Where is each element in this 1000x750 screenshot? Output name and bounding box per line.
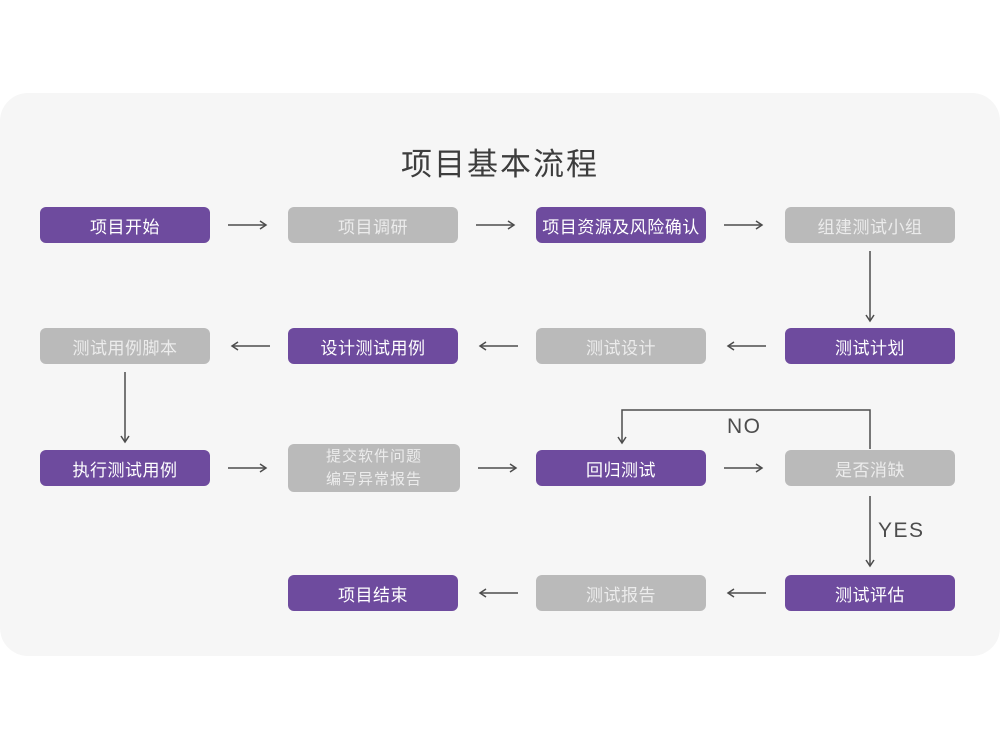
flow-node-test-report: 测试报告 <box>536 575 706 611</box>
flow-node-execute-test-cases: 执行测试用例 <box>40 450 210 486</box>
flow-node-defects-cleared: 是否消缺 <box>785 450 955 486</box>
flow-arrows <box>120 220 875 598</box>
flow-node-risk-confirm: 项目资源及风险确认 <box>536 207 706 243</box>
flowchart-card: 项目基本流程 <box>0 93 1000 656</box>
yes-branch-label: YES <box>878 519 925 542</box>
flow-node-test-case-scripts: 测试用例脚本 <box>40 328 210 364</box>
flow-node-submit-issues-report: 提交软件问题 编写异常报告 <box>288 444 460 492</box>
flow-node-build-test-team: 组建测试小组 <box>785 207 955 243</box>
flow-node-project-research: 项目调研 <box>288 207 458 243</box>
flow-node-test-evaluation: 测试评估 <box>785 575 955 611</box>
flow-node-test-plan: 测试计划 <box>785 328 955 364</box>
flow-node-test-design: 测试设计 <box>536 328 706 364</box>
flowchart-title: 项目基本流程 <box>401 147 599 182</box>
flow-node-project-end: 项目结束 <box>288 575 458 611</box>
flow-node-regression-test: 回归测试 <box>536 450 706 486</box>
no-branch-label: NO <box>727 415 762 438</box>
arrow-no-loop-defectcheck-to-regression <box>617 409 871 449</box>
flow-node-design-test-cases: 设计测试用例 <box>288 328 458 364</box>
flow-node-project-start: 项目开始 <box>40 207 210 243</box>
